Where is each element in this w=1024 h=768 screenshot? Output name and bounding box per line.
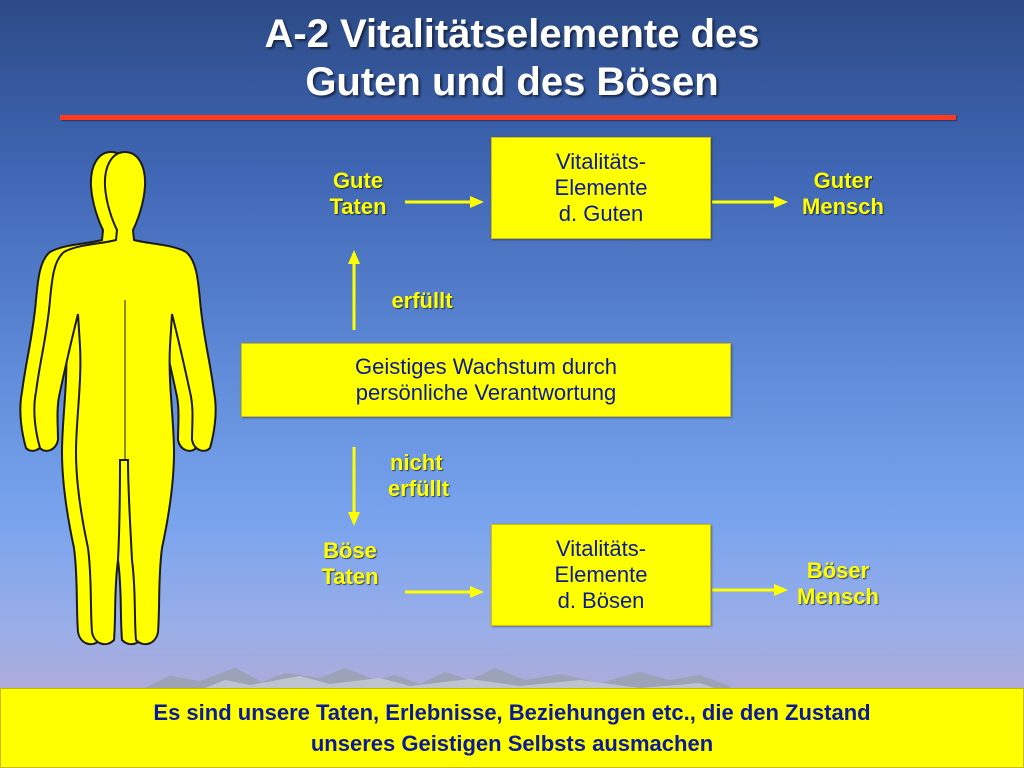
good-elements-line-1: Vitalitäts- bbox=[555, 149, 647, 174]
arrow-good-deeds-to-elements bbox=[405, 196, 484, 208]
arrow-fulfilled-up bbox=[348, 250, 360, 330]
good-person-label: Guter Mensch bbox=[783, 168, 903, 220]
evil-elements-line-1: Vitalitäts- bbox=[555, 536, 647, 561]
title-underline bbox=[60, 115, 956, 120]
mountain-range-graphic bbox=[140, 668, 730, 690]
arrow-evil-elements-to-person bbox=[712, 584, 788, 596]
evil-deeds-line-1: Böse bbox=[323, 538, 377, 563]
good-person-line-2: Mensch bbox=[802, 194, 884, 219]
footer-statement-box: Es sind unsere Taten, Erlebnisse, Bezieh… bbox=[0, 688, 1024, 768]
good-elements-line-2: Elemente bbox=[554, 175, 648, 200]
footer-line-2: unseres Geistigen Selbsts ausmachen bbox=[310, 731, 714, 756]
good-deeds-label: Gute Taten bbox=[318, 168, 398, 220]
fulfilled-label: erfüllt bbox=[391, 288, 453, 313]
evil-person-line-1: Böser bbox=[806, 558, 870, 583]
good-elements-box: Vitalitäts- Elemente d. Guten bbox=[491, 137, 711, 239]
growth-line-2: persönliche Verantwortung bbox=[355, 380, 617, 405]
evil-person-line-2: Mensch bbox=[797, 584, 879, 609]
evil-person-label: Böser Mensch bbox=[778, 558, 898, 610]
arrow-evil-deeds-to-elements bbox=[405, 586, 484, 598]
good-deeds-line-2: Taten bbox=[329, 194, 387, 219]
good-deeds-line-1: Gute bbox=[332, 168, 384, 193]
not-fulfilled-line-2: erfüllt bbox=[388, 476, 450, 501]
footer-line-1: Es sind unsere Taten, Erlebnisse, Bezieh… bbox=[153, 700, 871, 725]
evil-deeds-line-2: Taten bbox=[321, 564, 379, 589]
growth-line-1: Geistiges Wachstum durch bbox=[354, 354, 618, 379]
spiritual-growth-box: Geistiges Wachstum durch persönliche Ver… bbox=[241, 343, 731, 417]
page-title-line-2: Guten und des Bösen bbox=[305, 60, 719, 104]
arrow-not-fulfilled-down bbox=[348, 447, 360, 526]
not-fulfilled-line-1: nicht bbox=[390, 450, 443, 475]
arrow-good-elements-to-person bbox=[712, 196, 788, 208]
good-person-line-1: Guter bbox=[813, 168, 873, 193]
evil-elements-line-3: d. Bösen bbox=[557, 588, 645, 613]
not-fulfilled-label: nicht erfüllt bbox=[378, 450, 478, 502]
human-figure-front bbox=[33, 150, 217, 646]
page-title-line-1: A-2 Vitalitätselemente des bbox=[264, 12, 760, 56]
evil-elements-box: Vitalitäts- Elemente d. Bösen bbox=[491, 524, 711, 626]
good-elements-line-3: d. Guten bbox=[558, 201, 644, 226]
evil-deeds-label: Böse Taten bbox=[310, 538, 390, 590]
evil-elements-line-2: Elemente bbox=[554, 562, 648, 587]
